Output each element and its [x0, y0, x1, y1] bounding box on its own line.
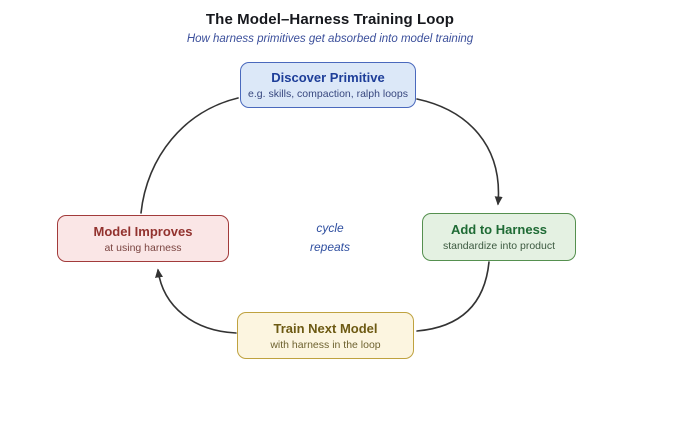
node-improves-title: Model Improves: [93, 223, 193, 239]
page-title: The Model–Harness Training Loop: [205, 11, 455, 28]
node-harness-subtitle: standardize into product: [442, 240, 556, 252]
node-improves-subtitle: at using harness: [104, 241, 182, 254]
arrow-harness-to-train-icon: [416, 261, 490, 332]
node-discover-title: Discover Primitive: [271, 70, 385, 85]
node-train-title: Train Next Model: [273, 320, 378, 336]
cycle-label-line2: repeats: [309, 239, 351, 254]
node-train-subtitle: with harness in the loop: [270, 338, 381, 351]
node-discover-primitive: Discover Primitive e.g. skills, compacti…: [240, 62, 416, 108]
node-harness-title: Add to Harness: [450, 222, 548, 237]
page-subtitle: How harness primitives get absorbed into…: [186, 33, 474, 45]
cycle-label-line1: cycle: [316, 221, 344, 235]
cycle-repeats-label: cycle repeats: [282, 219, 378, 256]
node-discover-subtitle: e.g. skills, compaction, ralph loops: [248, 88, 408, 100]
arrow-train-to-improves-icon: [155, 268, 237, 334]
node-model-improves: Model Improves at using harness: [57, 215, 229, 262]
arrow-discover-to-harness-icon: [416, 98, 503, 206]
arrow-improves-to-discover-icon: [140, 97, 239, 214]
node-train-next-model: Train Next Model with harness in the loo…: [237, 312, 414, 359]
node-add-to-harness: Add to Harness standardize into product: [422, 213, 576, 261]
